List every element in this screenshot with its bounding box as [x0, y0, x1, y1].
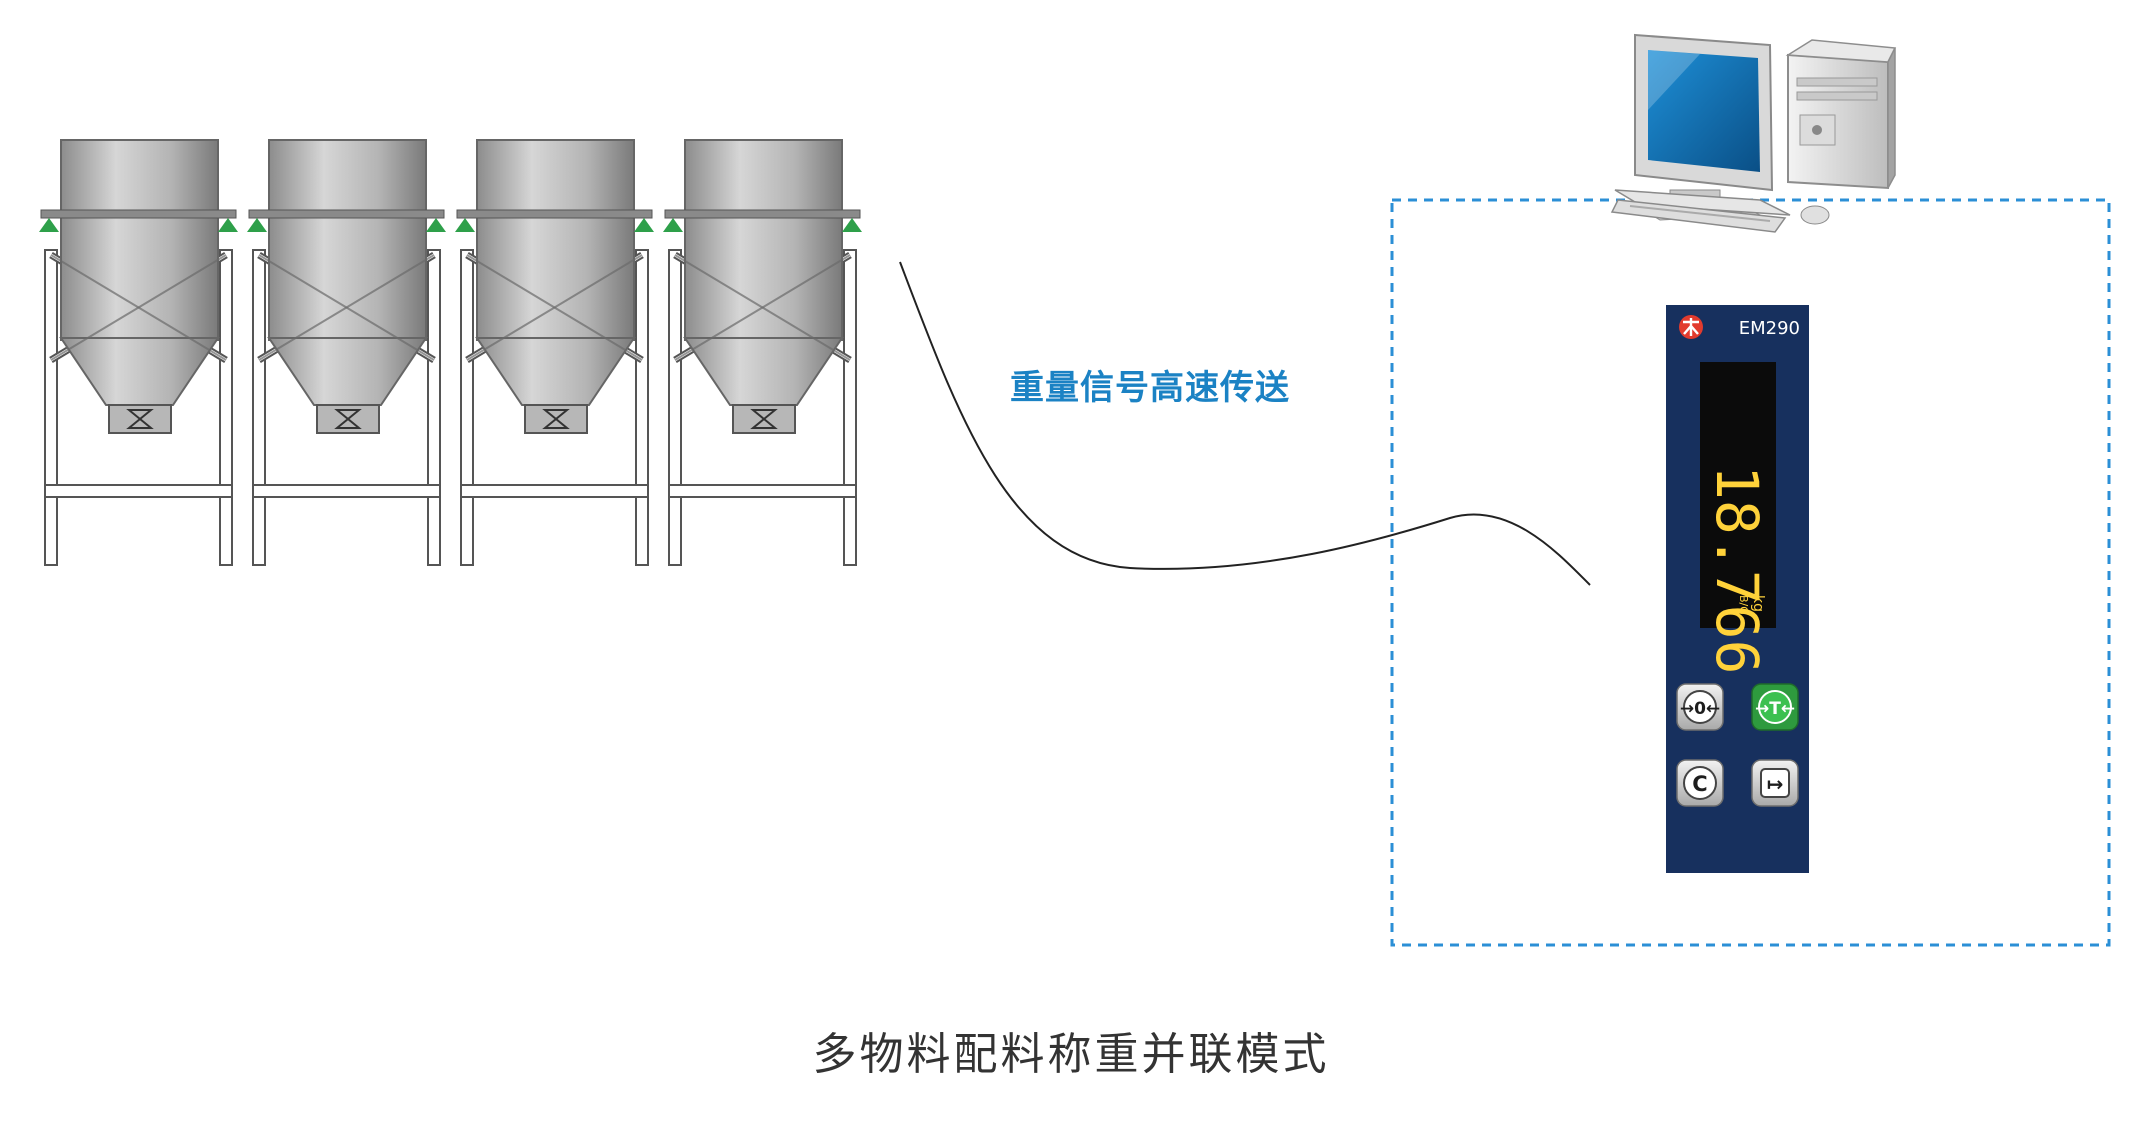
- silo-cylinder: [684, 139, 843, 341]
- enter-exit-icon: ↦: [1767, 772, 1784, 796]
- brace-overlay: [466, 254, 643, 361]
- support-ring: [664, 209, 861, 219]
- zero-button[interactable]: →0←: [1676, 683, 1724, 731]
- load-cell-icon: [39, 218, 59, 232]
- load-cell-icon: [218, 218, 238, 232]
- brace-overlay: [258, 254, 435, 361]
- weighing-indicator: EM290 18.766 kg B/G →0← →T← C ↦: [1666, 305, 1809, 873]
- signal-transmission-label: 重量信号高速传送: [1010, 368, 1290, 408]
- frame-beam: [252, 484, 441, 498]
- weight-reading: 18.766: [1703, 465, 1771, 675]
- frame-leg: [843, 249, 857, 566]
- frame-beam: [668, 484, 857, 498]
- valve-icon: [126, 409, 154, 429]
- load-cell-icon: [663, 218, 683, 232]
- valve-icon: [542, 409, 570, 429]
- frame-leg: [219, 249, 233, 566]
- tare-button[interactable]: →T←: [1751, 683, 1799, 731]
- load-cell-icon: [426, 218, 446, 232]
- enter-button[interactable]: ↦: [1751, 759, 1799, 807]
- silo-2: [247, 139, 446, 566]
- frame-leg: [460, 249, 474, 566]
- frame-leg: [635, 249, 649, 566]
- display-window: [1700, 362, 1776, 628]
- brace-overlay: [50, 254, 227, 361]
- valve-icon: [334, 409, 362, 429]
- frame-leg: [44, 249, 58, 566]
- signal-cable: [899, 261, 1591, 586]
- brace-overlay: [674, 254, 851, 361]
- frame-leg: [252, 249, 266, 566]
- silo-cone: [59, 337, 220, 406]
- diagram-caption: 多物料配料称重并联模式: [812, 1029, 1330, 1080]
- silo-cone: [683, 337, 844, 406]
- support-ring: [40, 209, 237, 219]
- mode-label: B/G: [1737, 595, 1750, 615]
- frame-beam: [460, 484, 649, 498]
- brand-logo-icon: [1679, 315, 1703, 339]
- silo-4: [663, 139, 862, 566]
- silo-cylinder: [60, 139, 219, 341]
- support-ring: [248, 209, 445, 219]
- silo-cone: [475, 337, 636, 406]
- frame-leg: [668, 249, 682, 566]
- frame-leg: [427, 249, 441, 566]
- clear-c-icon: C: [1692, 772, 1707, 796]
- load-cell-icon: [455, 218, 475, 232]
- silo-3: [455, 139, 654, 566]
- load-cell-icon: [247, 218, 267, 232]
- silo-group: [39, 139, 862, 566]
- load-cell-icon: [842, 218, 862, 232]
- silo-cylinder: [476, 139, 635, 341]
- unit-label: kg: [1750, 595, 1766, 612]
- zero-arrows-icon: →0←: [1680, 699, 1720, 719]
- frame-beam: [44, 484, 233, 498]
- silo-cylinder: [268, 139, 427, 341]
- silo-1: [39, 139, 238, 566]
- load-cell-icon: [634, 218, 654, 232]
- model-label: EM290: [1739, 318, 1800, 339]
- silo-cone: [267, 337, 428, 406]
- tare-arrows-icon: →T←: [1755, 699, 1795, 719]
- clear-button[interactable]: C: [1676, 759, 1724, 807]
- valve-icon: [750, 409, 778, 429]
- support-ring: [456, 209, 653, 219]
- computer-icon: [1610, 33, 1897, 233]
